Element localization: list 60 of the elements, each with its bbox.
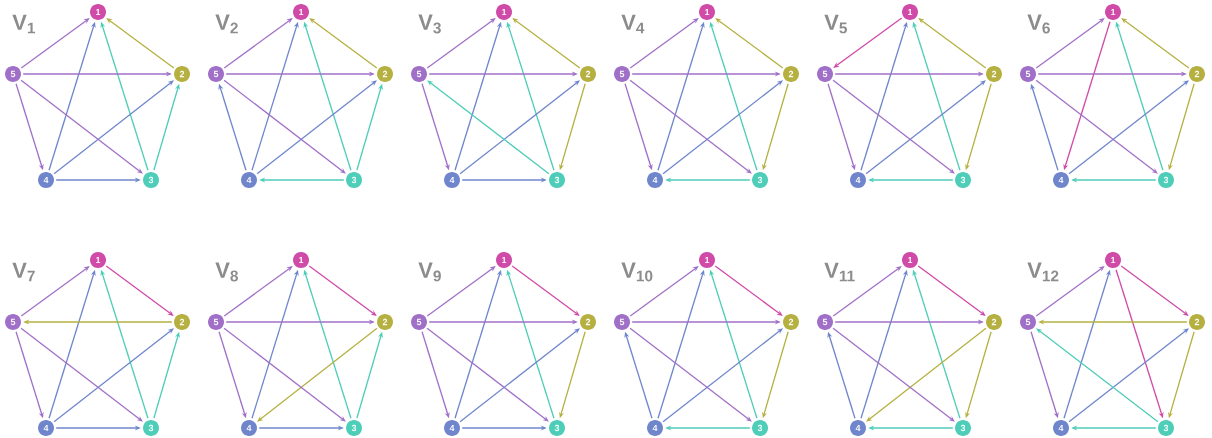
- arrow: [865, 80, 986, 175]
- arrow: [832, 266, 902, 317]
- arrow: [459, 80, 580, 175]
- arrow: [426, 266, 496, 317]
- graph-label: V$_{6}$: [1027, 14, 1050, 34]
- arrow: [223, 327, 346, 422]
- arrow: [715, 18, 784, 69]
- arrow: [662, 328, 783, 423]
- arrow: [833, 17, 903, 68]
- arrow: [257, 327, 378, 422]
- arrow: [629, 327, 752, 422]
- arrow: [1068, 80, 1189, 175]
- graph-label: V$_{4}$: [621, 14, 645, 34]
- graph-label: V$_{1}$: [12, 14, 36, 34]
- arrow: [1035, 79, 1158, 174]
- arrow: [662, 80, 783, 175]
- arrow: [53, 80, 174, 175]
- arrow: [223, 18, 293, 69]
- arrow: [256, 80, 377, 175]
- arrow: [1036, 328, 1159, 423]
- arrow: [1068, 328, 1189, 423]
- arrow: [511, 265, 580, 316]
- arrow: [426, 18, 496, 69]
- arrow: [917, 265, 986, 316]
- arrow: [105, 265, 174, 316]
- arrow: [426, 327, 549, 422]
- arrow: [832, 79, 955, 174]
- arrow: [20, 327, 143, 422]
- graph-label: V$_{10}$: [621, 262, 653, 282]
- arrow: [1035, 18, 1105, 69]
- arrow: [309, 18, 378, 69]
- arrow: [223, 266, 293, 317]
- arrow: [20, 18, 90, 69]
- arrow: [866, 327, 987, 422]
- arrow: [20, 79, 143, 174]
- arrow: [512, 18, 581, 69]
- arrow: [459, 328, 580, 423]
- arrow: [629, 266, 699, 317]
- graph-label: V$_{5}$: [824, 14, 847, 34]
- arrow: [223, 79, 346, 174]
- arrow: [20, 266, 90, 317]
- arrow: [1121, 18, 1190, 69]
- arrow: [1120, 265, 1189, 316]
- arrow: [1035, 266, 1105, 317]
- arrow: [427, 80, 550, 175]
- graph-label: V$_{12}$: [1027, 262, 1059, 282]
- arrow: [106, 18, 175, 69]
- arrow: [308, 265, 377, 316]
- graph-label: V$_{3}$: [418, 14, 441, 34]
- graph-label: V$_{8}$: [215, 262, 238, 282]
- arrow: [53, 328, 174, 423]
- arrow: [629, 79, 752, 174]
- graph-label: V$_{2}$: [215, 14, 238, 34]
- arrow: [714, 265, 783, 316]
- graph-label: V$_{7}$: [12, 262, 35, 282]
- graph-label: V$_{11}$: [824, 262, 855, 282]
- arrow: [832, 327, 955, 422]
- arrow: [918, 18, 987, 69]
- arrow: [629, 18, 699, 69]
- graph-label: V$_{9}$: [418, 262, 441, 282]
